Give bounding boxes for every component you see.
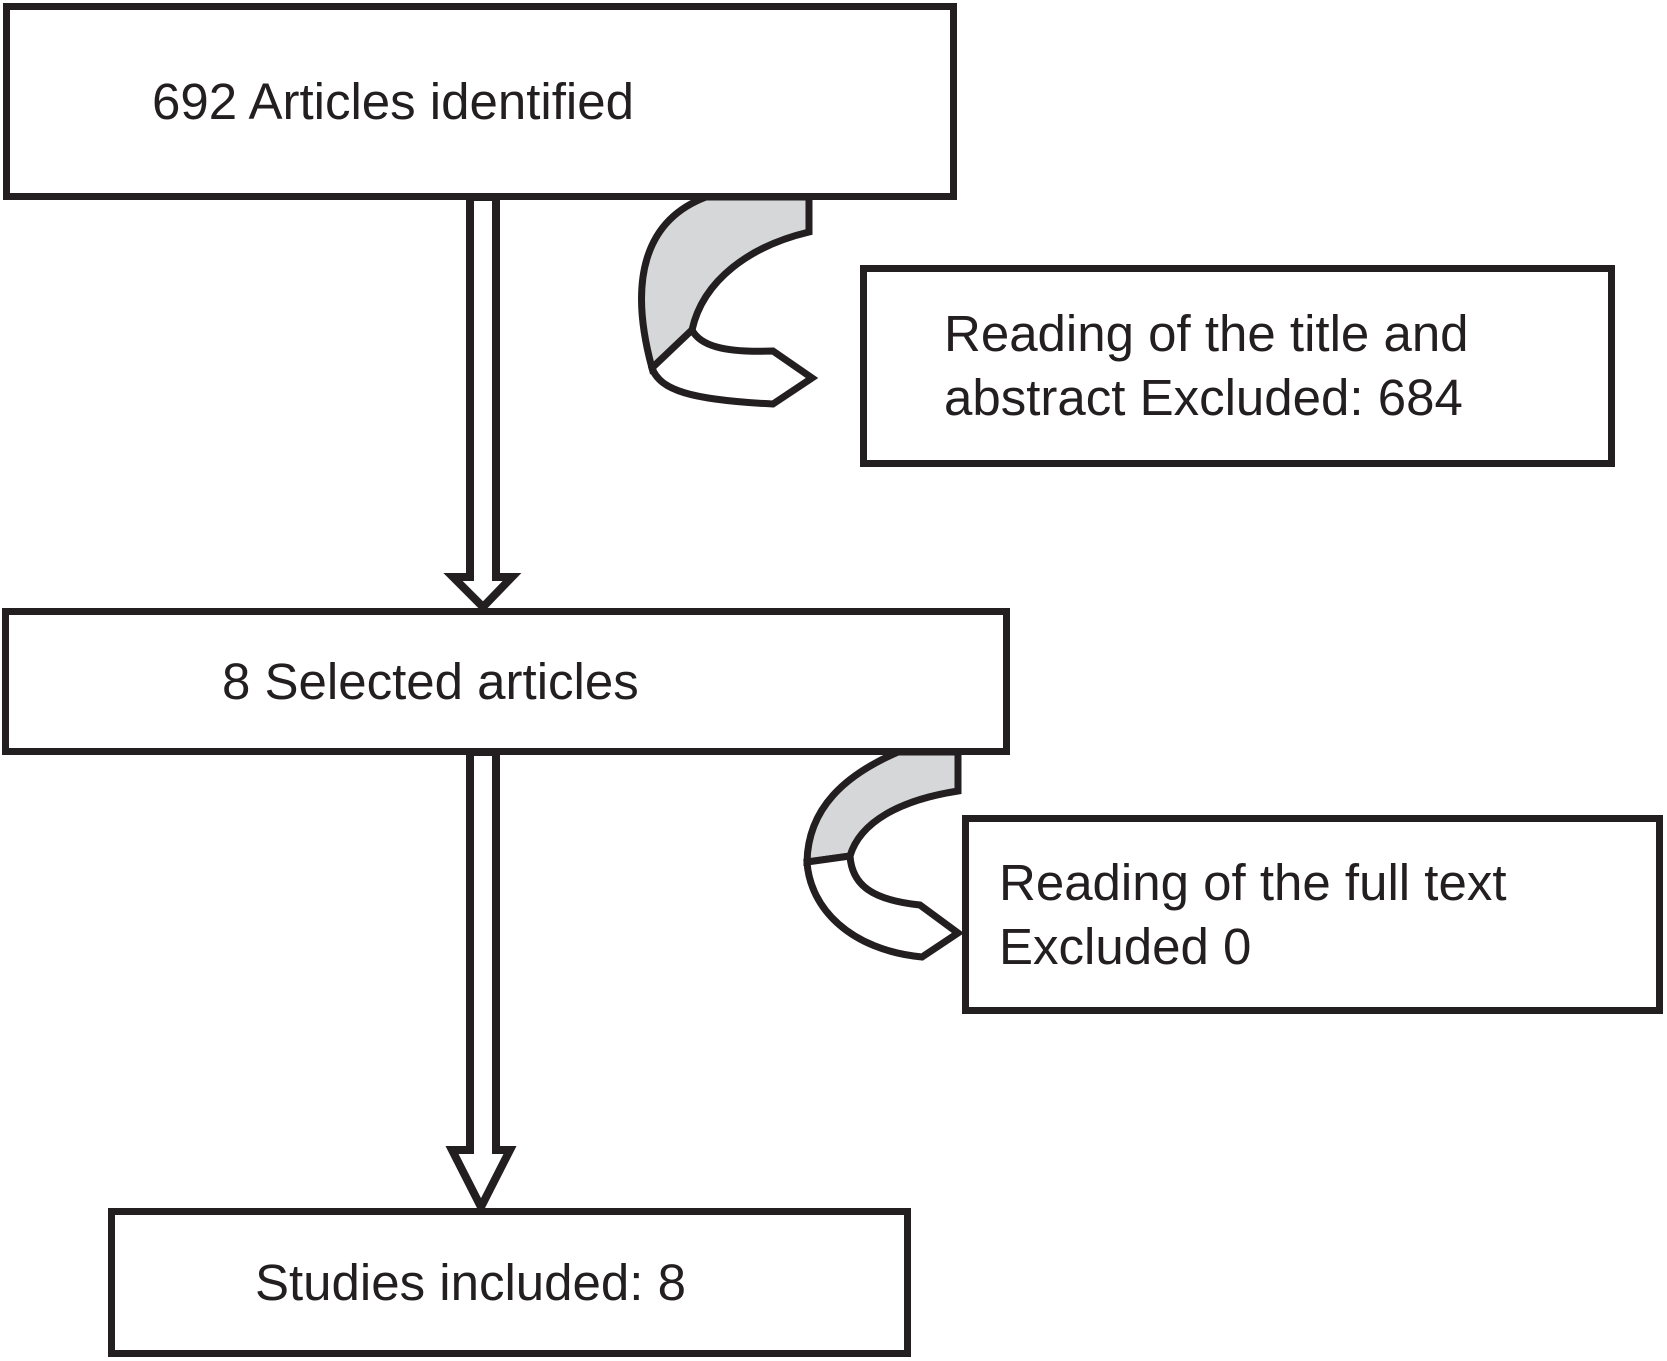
box-excluded-full-text-line2: Excluded 0 [999, 917, 1252, 975]
curved-arrow-head-2 [803, 852, 965, 961]
curved-arrow-head-1 [647, 324, 819, 408]
box-studies-included: Studies included: 8 [108, 1208, 911, 1357]
box-excluded-title-abstract-line1: Reading of the title and [944, 305, 1469, 362]
box-excluded-title-abstract: Reading of the title and abstract Exclud… [860, 265, 1615, 467]
curved-arrow-ribbon-2 [803, 748, 962, 867]
box-studies-included-label: Studies included: 8 [255, 1253, 686, 1311]
box-excluded-full-text: Reading of the full text Excluded 0 [962, 815, 1663, 1014]
box-articles-identified: 692 Articles identified [3, 3, 957, 200]
box-selected-articles: 8 Selected articles [2, 608, 1010, 755]
box-selected-articles-label: 8 Selected articles [222, 652, 639, 710]
down-arrow-selected-to-included [445, 748, 517, 1216]
box-excluded-title-abstract-line2: abstract Excluded: 684 [944, 369, 1463, 426]
box-articles-identified-label: 692 Articles identified [152, 72, 634, 130]
down-arrow-identified-to-selected [443, 193, 522, 613]
box-excluded-full-text-line1: Reading of the full text [999, 853, 1507, 911]
curved-arrow-ribbon-1 [638, 193, 813, 375]
